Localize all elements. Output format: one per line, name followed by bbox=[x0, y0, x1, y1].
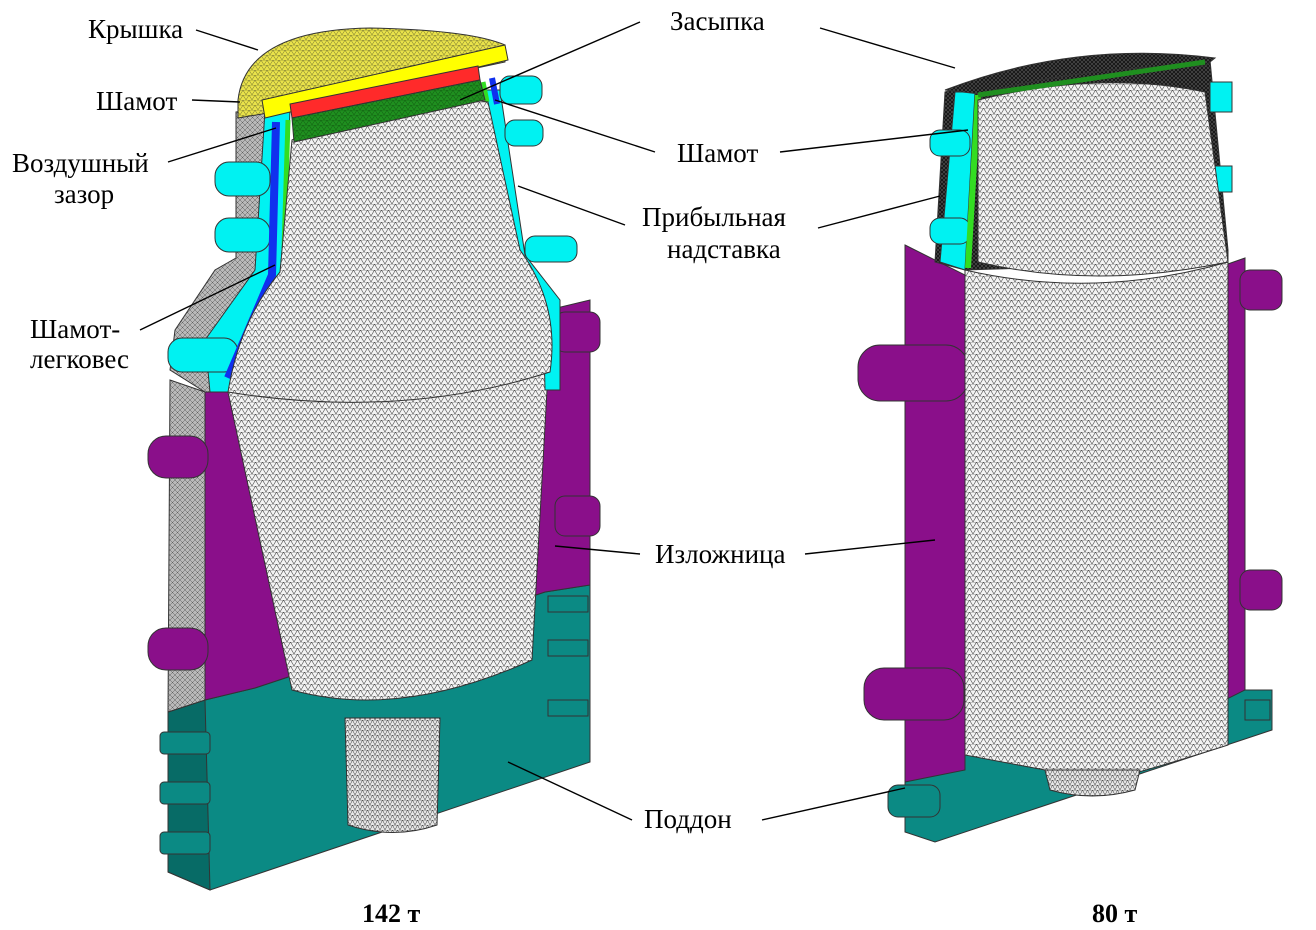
label-air-gap-line1: Воздушный bbox=[12, 148, 149, 178]
caption-right-80t: 80 т bbox=[1092, 899, 1138, 928]
label-mold: Изложница bbox=[655, 539, 785, 569]
caption-left-142t: 142 т bbox=[362, 899, 421, 928]
label-backfill: Засыпка bbox=[670, 6, 765, 36]
label-lid: Крышка bbox=[88, 14, 183, 44]
label-lightweight-line1: Шамот- bbox=[30, 314, 120, 344]
right-ingot-stub bbox=[1044, 769, 1141, 797]
left-top-layers bbox=[237, 27, 509, 143]
labels: Крышка Шамот Воздушный зазор Шамот- легк… bbox=[12, 6, 786, 834]
label-fireclay-left: Шамот bbox=[96, 86, 177, 116]
right-assembly bbox=[857, 52, 1283, 843]
left-ingot-body bbox=[227, 371, 549, 701]
left-ingot-spigot bbox=[344, 717, 441, 833]
right-ingot-body bbox=[964, 261, 1229, 786]
label-hot-top-line2: надставка bbox=[667, 234, 781, 264]
leader-lines bbox=[139, 21, 969, 821]
right-hot-top bbox=[929, 52, 1233, 277]
label-air-gap-line2: зазор bbox=[54, 179, 114, 209]
label-bottom-plate: Поддон bbox=[644, 804, 732, 834]
right-mold bbox=[857, 244, 1283, 783]
label-lightweight-line2: легковес bbox=[30, 344, 129, 374]
left-green-layer-right bbox=[480, 81, 490, 103]
label-fireclay-right: Шамот bbox=[677, 138, 758, 168]
left-assembly bbox=[147, 27, 601, 891]
label-hot-top-line1: Прибыльная bbox=[642, 202, 786, 232]
